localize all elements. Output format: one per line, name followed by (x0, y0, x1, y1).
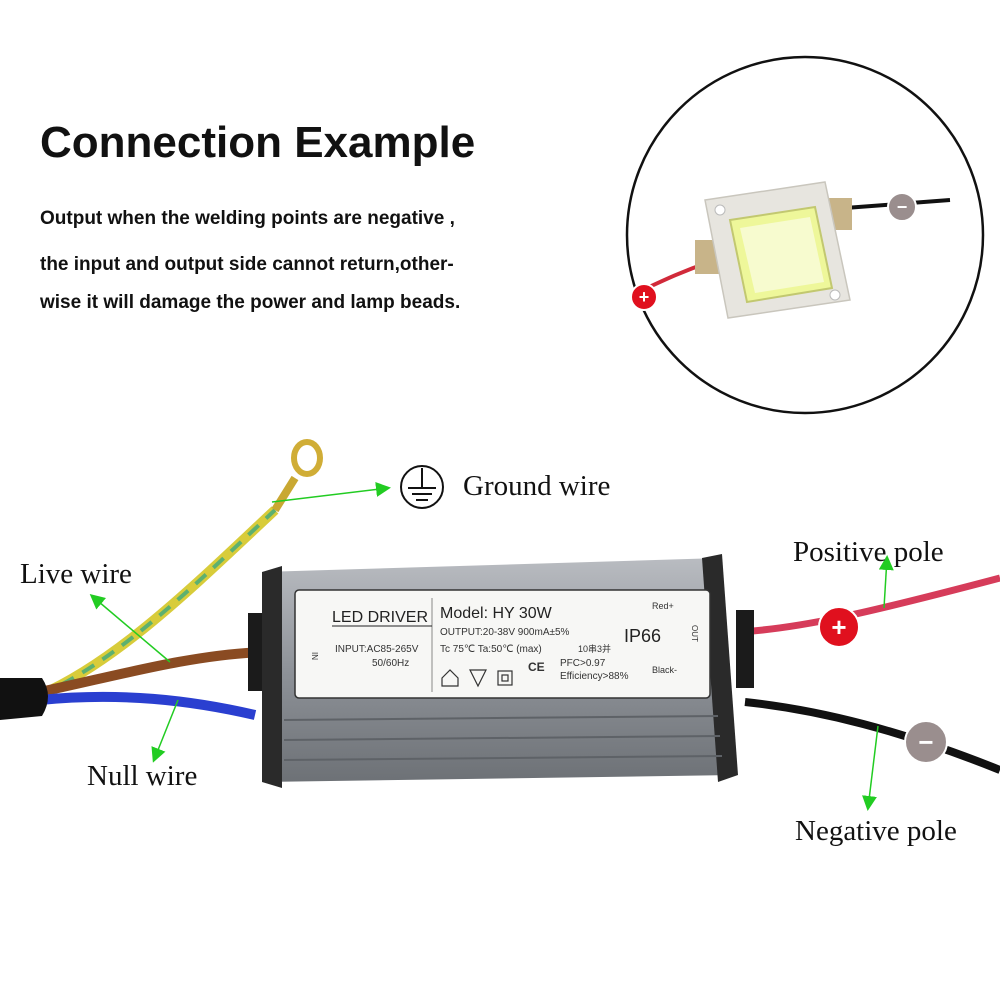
ground-symbol-icon (400, 465, 444, 509)
negative-pole-label: Negative pole (795, 815, 957, 847)
positive-badge-inset: + (630, 283, 658, 311)
driver-input: INPUT:AC85-265V (335, 644, 419, 655)
certification-icons (441, 669, 513, 688)
ground-wire (37, 439, 323, 700)
ground-wire-label: Ground wire (463, 470, 611, 502)
negative-badge-symbol: − (918, 727, 933, 757)
input-cable-jacket (0, 678, 48, 720)
description-line-2: the input and output side cannot return,… (40, 254, 454, 275)
negative-badge-inset-symbol: − (897, 197, 908, 217)
driver-title: LED DRIVER (332, 609, 428, 626)
positive-pole-label: Positive pole (793, 536, 944, 568)
positive-badge: + (818, 606, 860, 648)
driver-ip-rating: IP66 (624, 626, 661, 646)
driver-ce: CE (528, 660, 545, 674)
null-arrow (151, 699, 179, 763)
driver-config: 10串3并 (578, 643, 611, 654)
positive-arrow (878, 555, 894, 609)
negative-badge-inset: − (887, 192, 917, 222)
positive-badge-symbol: + (831, 612, 846, 642)
description-line-1: Output when the welding points are negat… (40, 208, 455, 229)
driver-temps: Tc 75℃ Ta:50℃ (max) (440, 644, 542, 655)
led-chip-inset: + − (625, 55, 985, 415)
driver-illustration: LED DRIVER Model: HY 30W INPUT:AC85-265V… (0, 439, 1000, 811)
live-arrow (89, 594, 171, 663)
driver-model: Model: HY 30W (440, 605, 553, 622)
driver-in-label: IN (310, 652, 319, 660)
negative-arrow (862, 725, 879, 811)
positive-wire (739, 574, 1000, 636)
driver-efficiency: Efficiency>88% (560, 671, 629, 682)
driver-output: OUTPUT:20-38V 900mA±5% (440, 627, 570, 638)
driver-red-label: Red+ (652, 601, 674, 611)
led-chip (695, 181, 852, 319)
driver-pfc: PFC>0.97 (560, 658, 606, 669)
negative-badge: − (904, 720, 948, 764)
null-wire (39, 691, 257, 720)
driver-frequency: 50/60Hz (372, 658, 409, 669)
live-wire-label: Live wire (20, 558, 132, 590)
page-title: Connection Example (40, 118, 476, 167)
null-wire-label: Null wire (87, 760, 198, 792)
negative-wire (744, 698, 1000, 774)
live-wire (38, 647, 263, 697)
driver-out-label: OUT (690, 625, 699, 642)
positive-badge-inset-symbol: + (639, 287, 650, 307)
driver-black-label: Black- (652, 665, 677, 675)
ground-arrow (271, 481, 391, 503)
annotation-arrows (89, 481, 894, 811)
description-line-3: wise it will damage the power and lamp b… (40, 292, 461, 313)
led-driver-case: LED DRIVER Model: HY 30W INPUT:AC85-265V… (248, 554, 754, 788)
